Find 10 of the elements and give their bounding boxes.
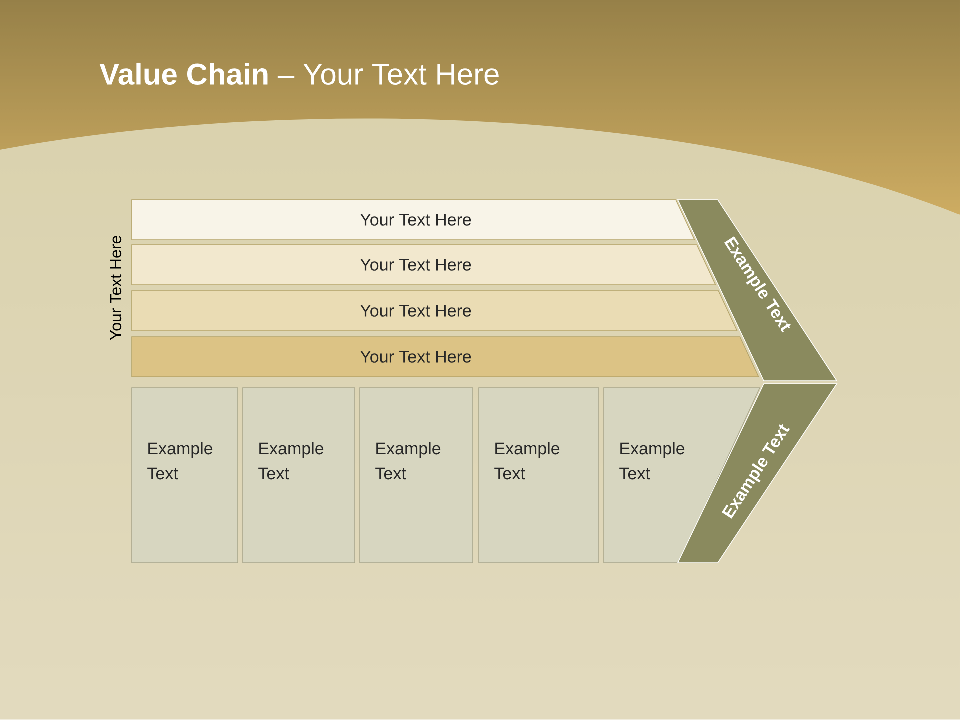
slide-title: Value Chain – Your Text Here (100, 62, 499, 85)
text-bar: Your Text Here (132, 336, 760, 378)
side-label: Your Text Here (110, 236, 122, 340)
text-bar: Your Text Here (132, 290, 738, 332)
text-column: Example Text (132, 388, 238, 564)
text-column: Example Text (360, 388, 474, 564)
text-column: Example Text (478, 388, 600, 564)
text-bar: Your Text Here (132, 244, 716, 286)
text-bar: Your Text Here (132, 200, 696, 240)
text-column: Example Text (242, 388, 356, 564)
